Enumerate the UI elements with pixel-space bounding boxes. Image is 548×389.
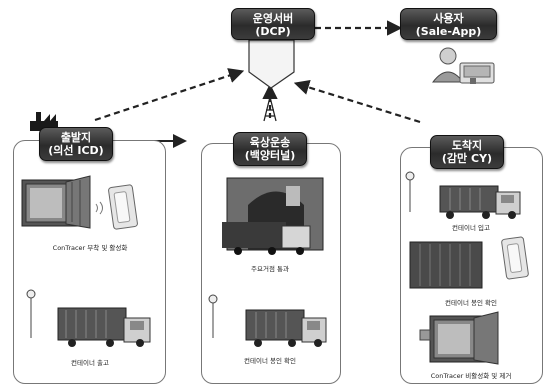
tunnel-truck-icon xyxy=(222,177,324,255)
caption-seal-check: 컨테이너 봉인 확인 xyxy=(244,357,296,365)
departure-to-server-arrow xyxy=(94,68,245,122)
wireless-signal-icon xyxy=(95,201,103,215)
server-title: 운영서버 xyxy=(252,12,294,25)
caption-attach-activate: ConTracer 부착 및 활성화 xyxy=(52,244,128,252)
departure-header: 출발지 (의선 ICD) xyxy=(39,127,113,161)
container-closed-icon xyxy=(409,241,483,289)
antenna-tower-icon xyxy=(263,96,277,122)
user-box: 사용자 (Sale-App) xyxy=(400,8,497,40)
lamp-post-icon-2 xyxy=(208,294,218,338)
tracker-device-icon-2 xyxy=(501,236,529,280)
user-icon xyxy=(431,47,495,84)
user-title: 사용자 xyxy=(433,12,464,25)
server-funnel xyxy=(248,39,295,89)
arrival-subtitle: (감만 CY) xyxy=(441,152,493,165)
container-truck-icon-3 xyxy=(439,185,521,219)
transit-subtitle: (백양터널) xyxy=(244,149,296,162)
server-subtitle: (DCP) xyxy=(255,25,291,38)
departure-title: 출발지 xyxy=(60,131,92,144)
container-truck-icon xyxy=(57,307,151,347)
caption-deactivate-remove: ConTracer 비활성화 및 제거 xyxy=(430,372,512,380)
caption-seal-check-2: 컨테이너 봉인 확인 xyxy=(445,299,497,307)
transit-header: 육상운송 (백양터널) xyxy=(233,132,307,166)
arrival-to-server-arrow xyxy=(293,79,421,124)
arrival-header: 도착지 (감만 CY) xyxy=(430,135,504,169)
departure-subtitle: (의선 ICD) xyxy=(48,144,104,157)
lamp-post-icon-3 xyxy=(405,171,415,212)
caption-container-out: 컨테이너 출고 xyxy=(71,359,109,367)
arrival-title: 도착지 xyxy=(451,139,483,152)
tracker-device-icon xyxy=(108,184,138,230)
container-truck-icon-2 xyxy=(245,309,327,347)
server-box: 운영서버 (DCP) xyxy=(231,8,315,40)
factory-icon xyxy=(30,112,58,131)
caption-container-in: 컨테이너 입고 xyxy=(452,224,490,232)
container-open-icon xyxy=(21,175,91,229)
transit-title: 육상운송 xyxy=(249,136,291,149)
lamp-post-icon xyxy=(26,289,36,338)
container-open-icon-2 xyxy=(419,311,499,365)
caption-checkpoint-pass: 주요거점 통과 xyxy=(251,265,289,273)
user-subtitle: (Sale-App) xyxy=(415,25,482,38)
